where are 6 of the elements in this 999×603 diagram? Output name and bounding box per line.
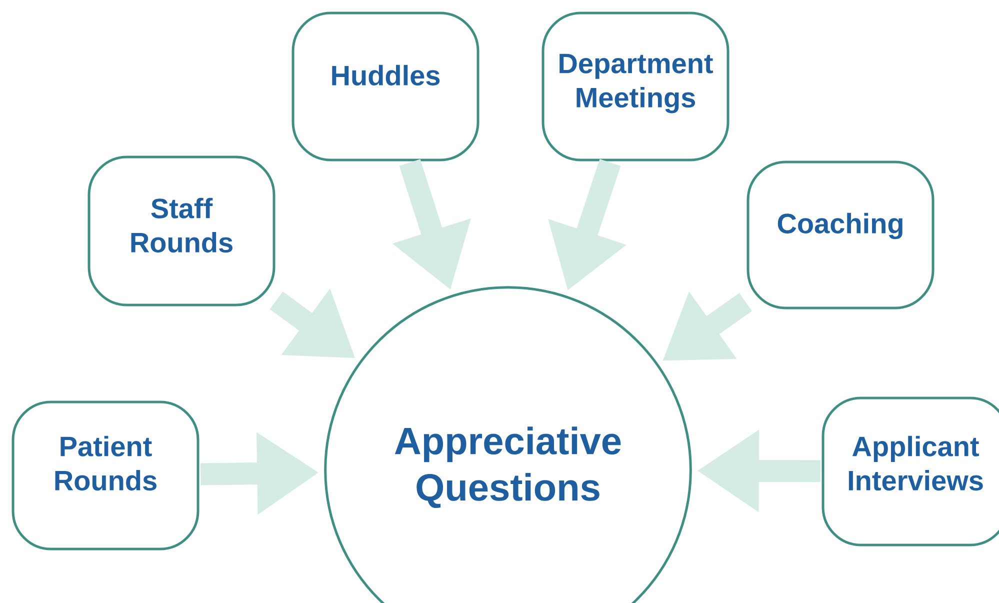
rounded-box: Department Meetings [542,12,730,162]
rounded-box: Staff Rounds [88,156,276,306]
rounded-box: Coaching [746,160,934,310]
rounded-box: Huddles [292,12,480,162]
rounded-box: Patient Rounds [12,400,200,550]
rounded-box: Applicant Interviews [822,396,999,546]
